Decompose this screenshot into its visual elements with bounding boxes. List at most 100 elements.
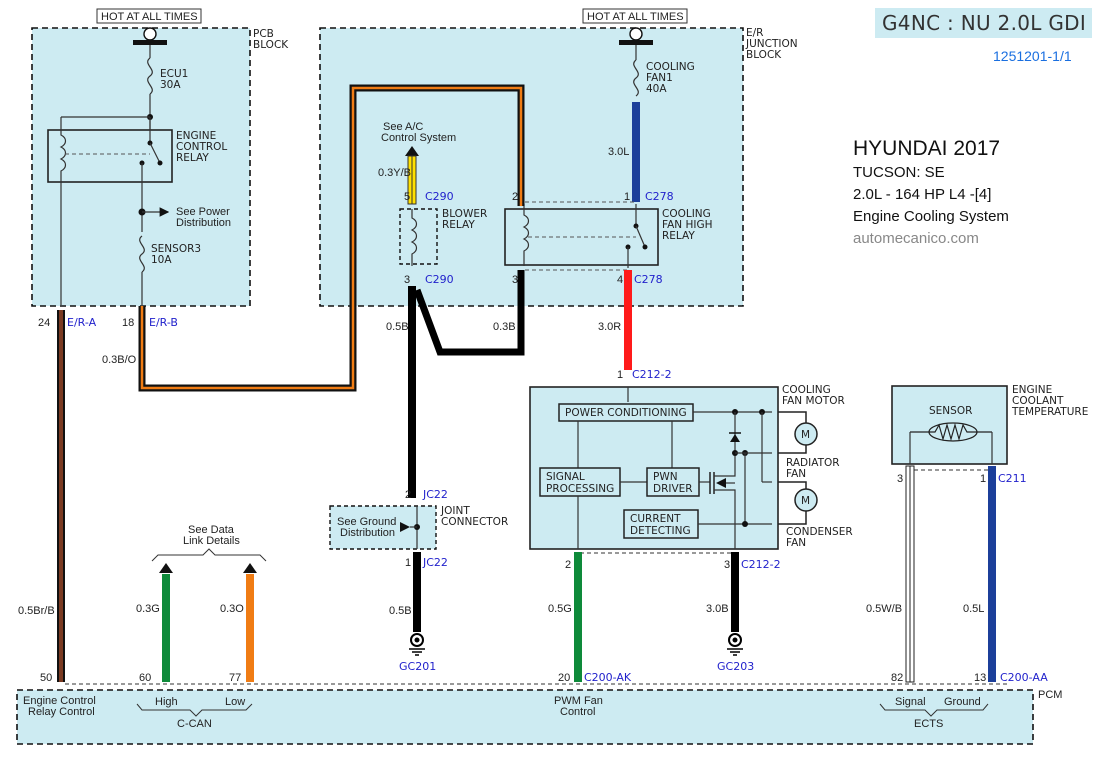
wire-0.5B-joint[interactable]	[413, 552, 421, 632]
connector-c290-bottom[interactable]: C290	[425, 273, 454, 286]
cfh-relay-label-2: FAN HIGH	[662, 219, 712, 231]
wire-label-0.5L: 0.5L	[963, 603, 984, 615]
engine-code-banner	[875, 8, 1092, 38]
c-can-high-label: High	[155, 696, 178, 708]
engine-code: G4NC : NU 2.0L GDI	[882, 11, 1087, 35]
brace	[879, 703, 989, 717]
ground-gc201[interactable]: GC201	[399, 660, 436, 673]
arrow-up-icon	[159, 563, 173, 573]
connector-er-b[interactable]: E/R-B	[149, 316, 178, 329]
blower-relay-label-2: RELAY	[442, 219, 475, 231]
condenser-fan-label-1: CONDENSER	[786, 526, 853, 538]
wire-3.0B[interactable]	[731, 552, 739, 632]
wire-0.5Br/B[interactable]	[57, 310, 65, 682]
wire-label-0.3B/O: 0.3B/O	[102, 354, 137, 366]
relay-label-2: CONTROL	[176, 141, 227, 153]
pcm-pin-82: 82	[891, 672, 903, 684]
fuse-cooling-fan1-rating: 40A	[646, 83, 667, 95]
hot-label-er: HOT AT ALL TIMES	[587, 11, 684, 23]
document-number: 1251201-1/1	[993, 48, 1072, 64]
c-can-low-label: Low	[225, 696, 245, 708]
brace	[136, 703, 253, 717]
connector-c212-2-top[interactable]: C212-2	[632, 368, 672, 381]
wire-3.0L[interactable]	[632, 102, 640, 202]
ground-icon	[409, 633, 425, 656]
signal-processing-label-1: SIGNAL	[546, 471, 585, 483]
relay-label-3: RELAY	[176, 152, 209, 164]
see-ground-label-2[interactable]: Distribution	[340, 527, 395, 539]
brace	[151, 548, 267, 562]
connector-c278-bottom[interactable]: C278	[634, 273, 663, 286]
wire-label-3.0B: 3.0B	[706, 603, 729, 615]
see-power-label-2[interactable]: Distribution	[176, 217, 231, 229]
connector-c278-top[interactable]: C278	[645, 190, 674, 203]
ground-gc203[interactable]: GC203	[717, 660, 754, 673]
busbar	[133, 40, 167, 45]
source-site: automecanico.com	[853, 230, 979, 247]
see-ac-label[interactable]: See A/C	[383, 121, 423, 133]
wire-0.3O[interactable]	[246, 574, 254, 682]
wire-0.3B/O[interactable]	[138, 84, 525, 392]
fuse-cooling-fan1-label-2: FAN1	[646, 72, 673, 84]
pcm-pin-77: 77	[229, 672, 241, 684]
hot-at-all-times-box	[96, 8, 202, 24]
pcm-pin-20: 20	[558, 672, 570, 684]
ect-pin-1: 1	[980, 473, 986, 485]
arrow-up-icon	[405, 146, 419, 156]
motor-symbol: M	[801, 495, 810, 507]
pin-1: 1	[624, 191, 630, 203]
wire-0.5L[interactable]	[988, 466, 996, 682]
arrow-right-icon	[400, 522, 410, 532]
current-detecting-label-1: CURRENT	[630, 513, 681, 525]
pcm-label: PCM	[1038, 689, 1062, 701]
wire-label-0.3G: 0.3G	[136, 603, 160, 615]
ects-label: ECTS	[914, 718, 943, 730]
fuse-sensor3-name: SENSOR3	[151, 243, 201, 255]
joint-connector: 2 JC22 See Ground Distribution JOINT CON…	[329, 488, 508, 569]
connector-c200-aa[interactable]: C200-AA	[1000, 671, 1048, 684]
pcm-pin-13: 13	[974, 672, 986, 684]
wire-label-0.3B: 0.3B	[493, 321, 516, 333]
fuse-icon	[633, 59, 639, 97]
pin-5: 5	[404, 191, 410, 203]
fan-motor-label-2: FAN MOTOR	[782, 395, 845, 407]
connector-jc22-top[interactable]: JC22	[422, 488, 448, 501]
motor-symbol: M	[801, 429, 810, 441]
relay-label-1: ENGINE	[176, 130, 216, 142]
fuse-sensor3-rating: 10A	[151, 254, 172, 266]
wire-0.5W/B[interactable]	[905, 465, 915, 683]
cooling-fan-motor: 1 C212-2 COOLING FAN MOTOR POWER CONDITI…	[529, 368, 853, 571]
pwn-driver-label-1: PWN	[653, 471, 678, 483]
er-label-1: E/R	[746, 27, 763, 39]
wire-3.0R[interactable]	[624, 270, 632, 370]
pcb-label: PCB	[253, 28, 274, 40]
see-data-link-label-2[interactable]: Link Details	[183, 535, 240, 547]
wire-label-0.5G: 0.5G	[548, 603, 572, 615]
see-ac-label-2[interactable]: Control System	[381, 132, 456, 144]
power-conditioning-label: POWER CONDITIONING	[565, 407, 687, 419]
wire-label-0.5Br/B: 0.5Br/B	[18, 605, 55, 617]
see-power-label[interactable]: See Power	[176, 206, 230, 218]
blower-relay-label-1: BLOWER	[442, 208, 487, 220]
connector-c212-2-bottom[interactable]: C212-2	[741, 558, 781, 571]
hot-label-pcb: HOT AT ALL TIMES	[101, 11, 198, 23]
pin-18: 18	[122, 317, 134, 329]
connector-er-a[interactable]: E/R-A	[67, 316, 97, 329]
wire-0.3G[interactable]	[162, 574, 170, 682]
connector-c290-top[interactable]: C290	[425, 190, 454, 203]
see-ground-label[interactable]: See Ground	[337, 516, 396, 528]
wire-label-0.3O: 0.3O	[220, 603, 244, 615]
connector-c200-ak[interactable]: C200-AK	[584, 671, 632, 684]
wire-0.3B[interactable]	[413, 270, 525, 356]
connector-jc22-bottom[interactable]: JC22	[422, 556, 448, 569]
joint-connector-label-1: JOINT	[440, 505, 470, 517]
see-data-link-label[interactable]: See Data	[188, 524, 235, 536]
pin-4: 4	[617, 274, 623, 286]
system-name: Engine Cooling System	[853, 208, 1009, 225]
pcm-block: PCM 50 Engine Control Relay Control 60 7…	[16, 671, 1062, 745]
wire-0.5G[interactable]	[574, 552, 582, 682]
connector-c211[interactable]: C211	[998, 472, 1027, 485]
radiator-fan-motor-icon	[794, 422, 818, 446]
condenser-fan-label-2: FAN	[786, 537, 806, 549]
pcb-label-2: BLOCK	[253, 39, 289, 51]
